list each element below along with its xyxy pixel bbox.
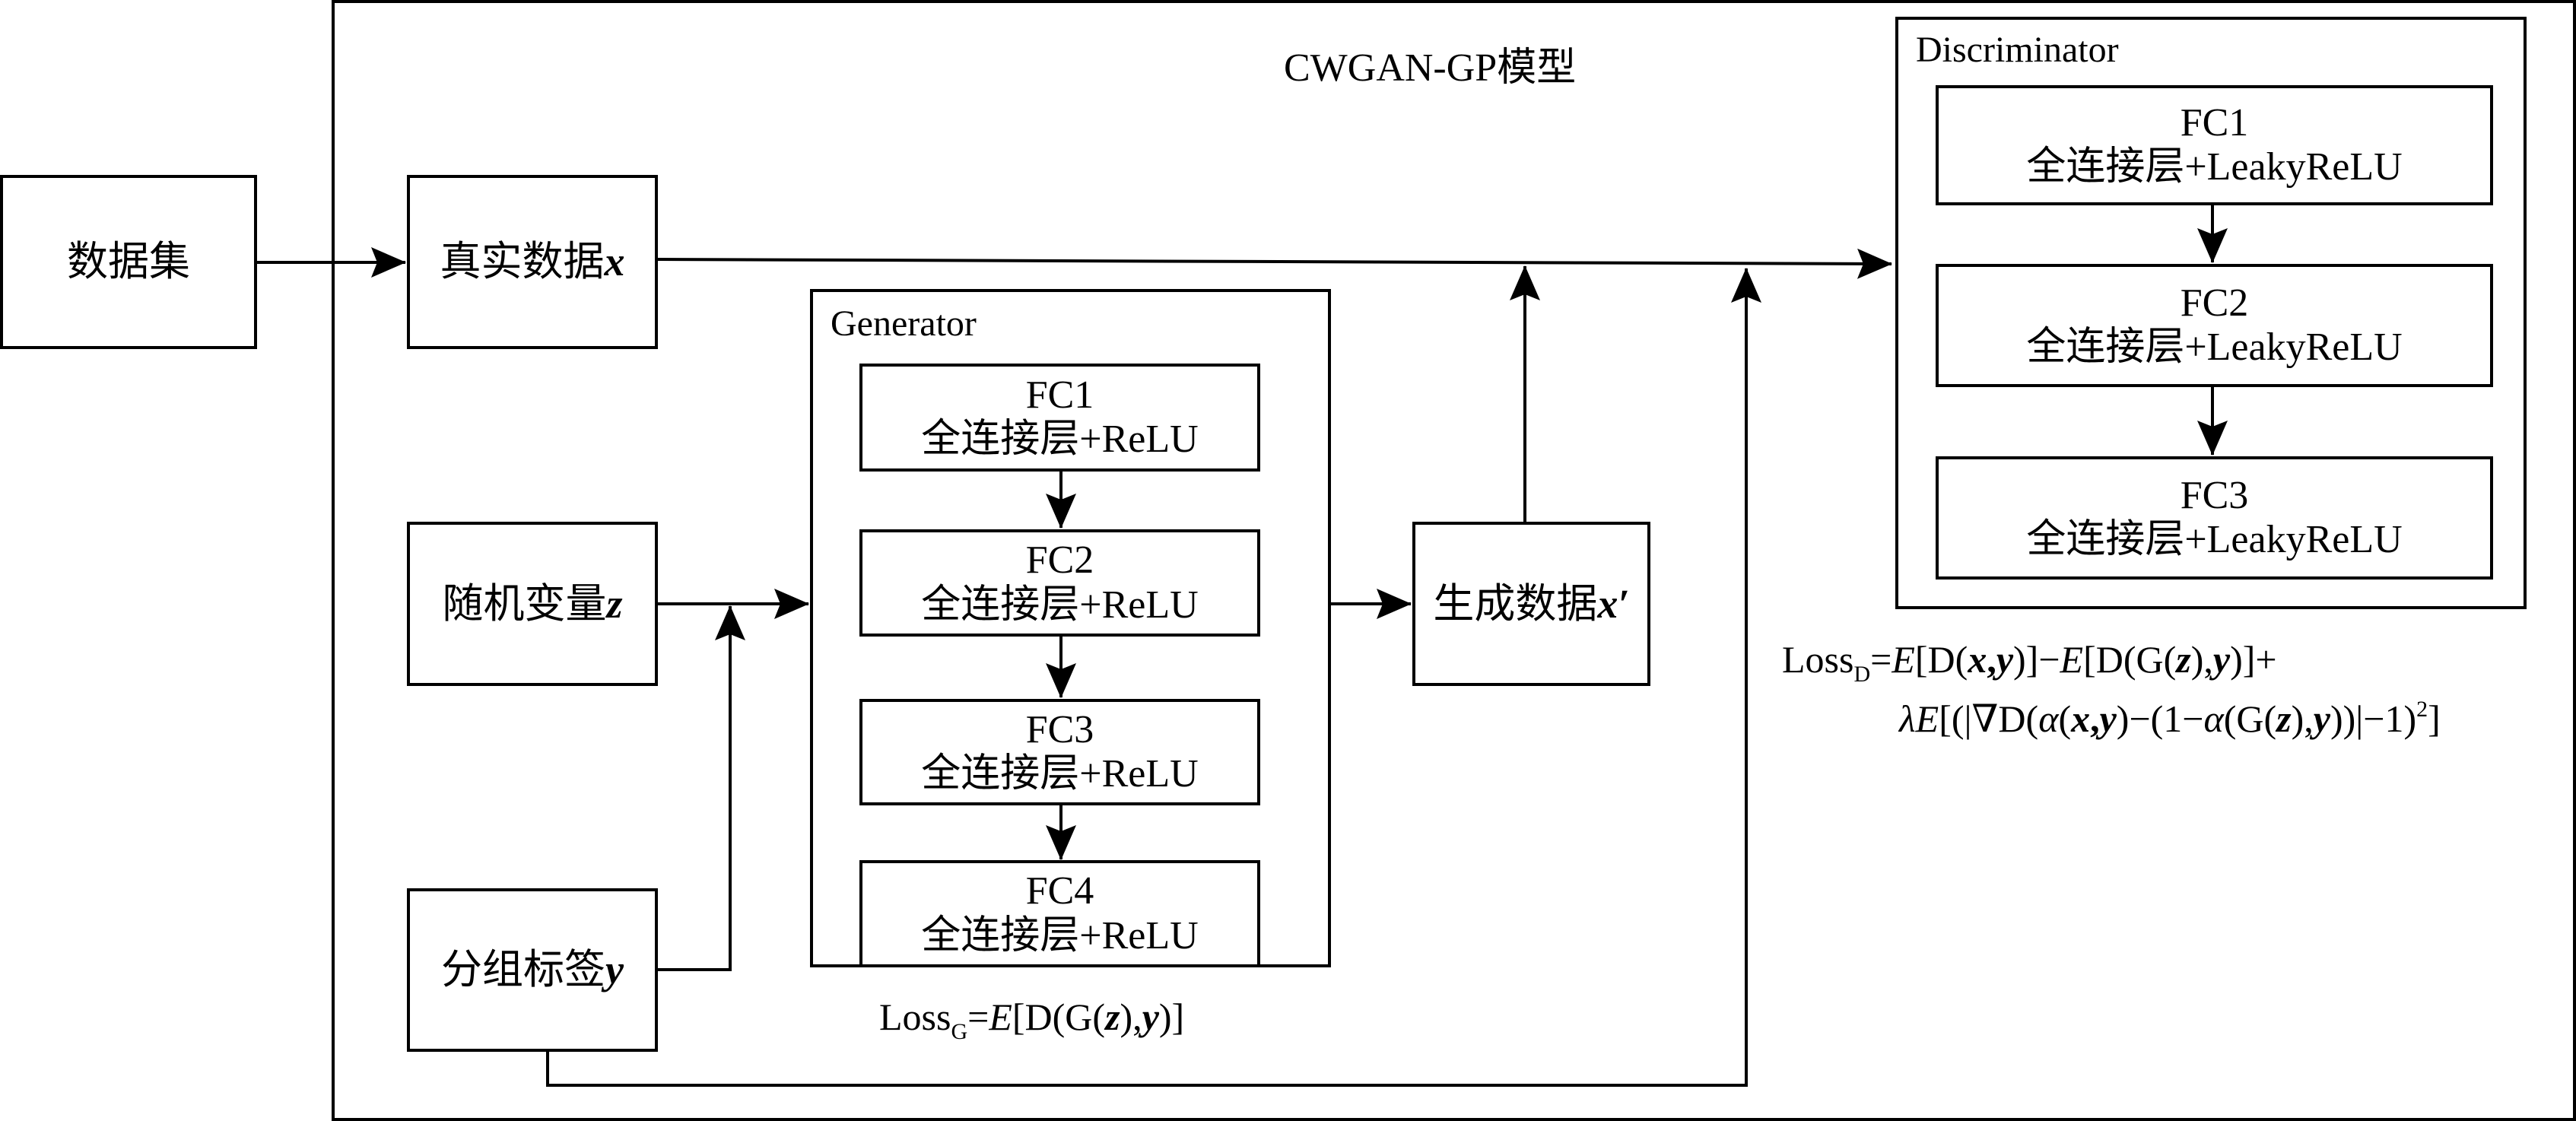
discriminator-fc3-desc: 全连接层+LeakyReLU <box>2026 518 2403 561</box>
generator-fc1-desc: 全连接层+ReLU <box>921 418 1199 461</box>
dataset-label: 数据集 <box>67 239 190 285</box>
random-variable-box: 随机变量z <box>407 522 658 686</box>
discriminator-fc1-desc: 全连接层+LeakyReLU <box>2026 145 2403 189</box>
generator-fc3-name: FC3 <box>1025 707 1094 751</box>
generator-title: Generator <box>831 303 977 344</box>
real-data-box: 真实数据x <box>407 175 658 349</box>
group-label-box: 分组标签y <box>407 888 658 1052</box>
generator-fc2-name: FC2 <box>1025 538 1094 583</box>
generator-fc4-name: FC4 <box>1025 869 1094 913</box>
group-label-text: 分组标签y <box>441 947 624 993</box>
discriminator-title: Discriminator <box>1916 30 2119 70</box>
generator-fc2-desc: 全连接层+ReLU <box>921 583 1199 627</box>
discriminator-loss-line1: LossD=E[D(x,y)]−E[D(G(z),y)]+ <box>1782 638 2277 687</box>
generator-loss: LossG=E[D(G(z),y)] <box>879 996 1185 1044</box>
generator-fc4: FC4 全连接层+ReLU <box>859 860 1260 967</box>
random-variable-label: 随机变量z <box>442 580 623 627</box>
discriminator-fc1: FC1 全连接层+LeakyReLU <box>1936 85 2493 205</box>
arrow-y-to-generator <box>656 608 732 971</box>
dataset-box: 数据集 <box>0 175 257 349</box>
arrow-y-to-discriminator <box>546 274 1748 1087</box>
generator-fc3: FC3 全连接层+ReLU <box>859 699 1260 805</box>
real-data-label: 真实数据x <box>440 239 625 285</box>
discriminator-fc2-name: FC2 <box>2180 281 2249 325</box>
generated-data-box: 生成数据x′ <box>1412 522 1650 686</box>
discriminator-loss-line2: λE[(|∇D(α(x,y)−(1−α(G(z),y))|−1)2] <box>1899 697 2441 740</box>
arrow-real-to-discriminator <box>656 248 1892 279</box>
discriminator-frame <box>1895 17 2527 609</box>
generated-data-label: 生成数据x′ <box>1433 580 1630 627</box>
model-frame <box>332 0 2576 1121</box>
discriminator-fc1-name: FC1 <box>2180 100 2249 144</box>
discriminator-fc3: FC3 全连接层+LeakyReLU <box>1936 456 2493 580</box>
discriminator-fc3-name: FC3 <box>2180 473 2249 517</box>
discriminator-fc2: FC2 全连接层+LeakyReLU <box>1936 264 2493 387</box>
generator-fc1-name: FC1 <box>1025 373 1094 417</box>
generator-fc2: FC2 全连接层+ReLU <box>859 529 1260 637</box>
generator-fc3-desc: 全连接层+ReLU <box>921 752 1199 795</box>
generator-fc4-desc: 全连接层+ReLU <box>921 913 1199 957</box>
discriminator-fc2-desc: 全连接层+LeakyReLU <box>2026 326 2403 369</box>
generator-fc1: FC1 全连接层+ReLU <box>859 364 1260 472</box>
model-title: CWGAN-GP模型 <box>1284 46 1577 90</box>
